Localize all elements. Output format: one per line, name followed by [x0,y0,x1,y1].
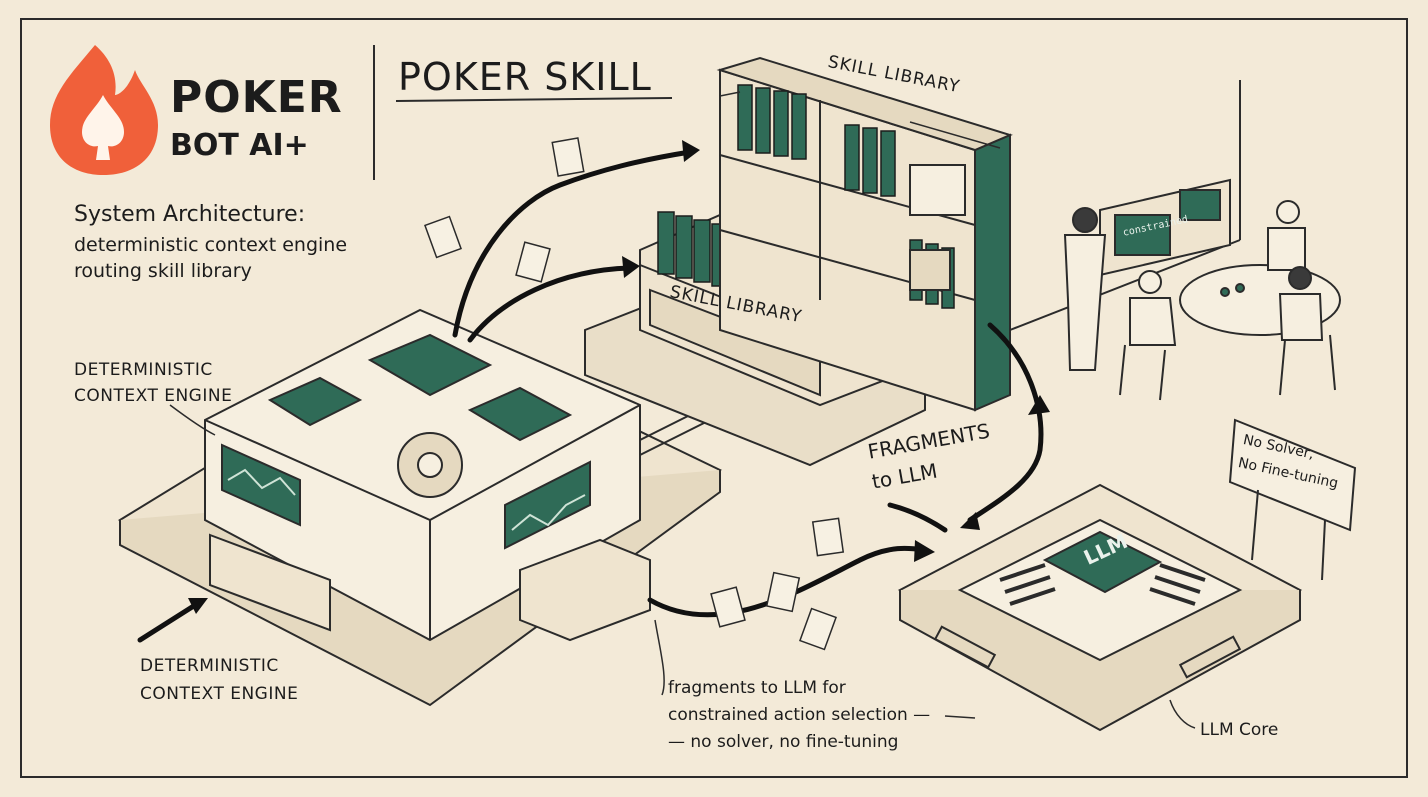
brand-subtitle: BOT AI+ [170,128,309,163]
bookshelf [716,56,1013,412]
engine-machine [117,308,722,707]
engine-label: DETERMINISTIC [140,656,279,676]
no-solver-sign [1228,418,1357,581]
flame-logo-icon [50,45,158,175]
engine-label: DETERMINISTIC [74,360,213,380]
arrowheads [188,140,1050,614]
playing-card-icon [424,137,845,651]
llm-core-label: LLM Core [1200,720,1279,740]
page-title: POKER SKILL [398,55,652,99]
page-frame [20,18,1408,778]
fragments-note: — no solver, no fine-tuning [668,732,899,752]
poker-table-scene [1009,80,1341,401]
flow-arrows [137,149,1044,643]
system-line: routing skill library [74,260,252,282]
llm-core-chip [897,483,1303,732]
system-line: deterministic context engine [74,234,348,256]
fragments-note: fragments to LLM for [668,678,846,698]
brand-name: POKER [170,72,343,123]
engine-label: CONTEXT ENGINE [140,684,299,704]
system-heading: System Architecture: [74,202,306,227]
fragments-note: constrained action selection — [668,705,931,725]
engine-label: CONTEXT ENGINE [74,386,233,406]
